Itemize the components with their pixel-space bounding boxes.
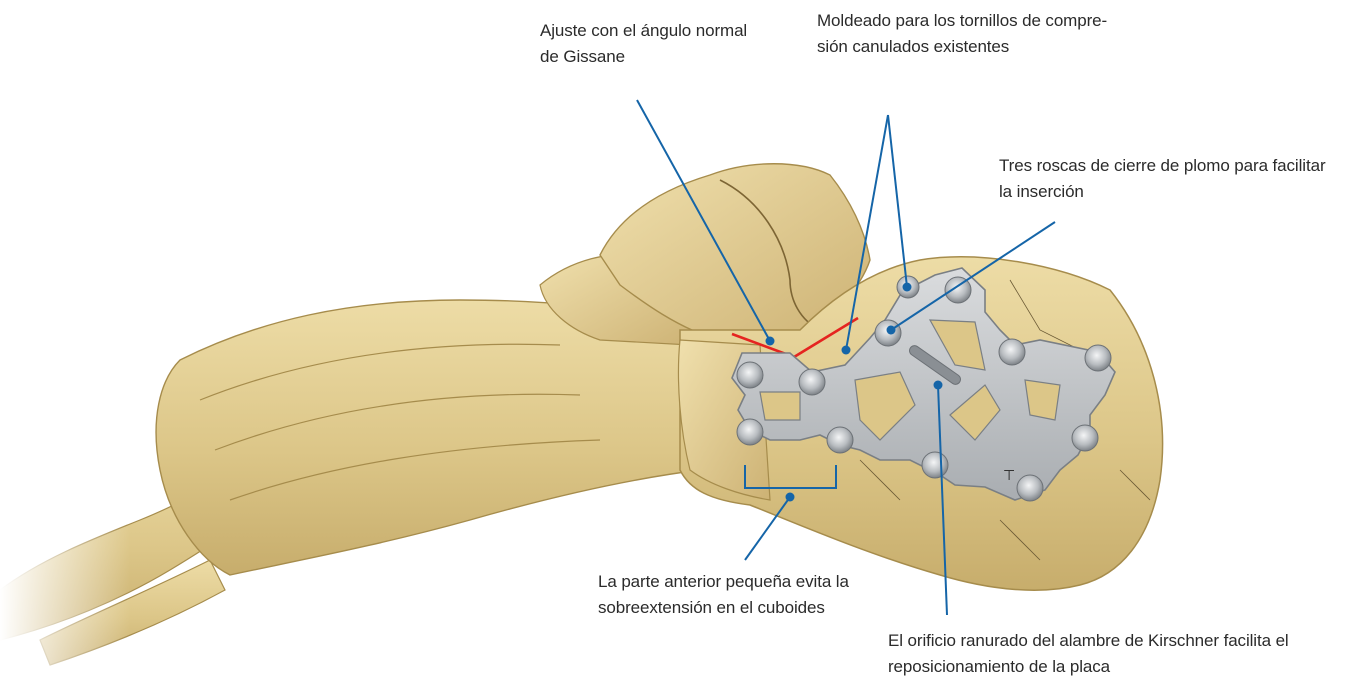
callout-anterior: La parte anterior pequeña evita la sobre… [598,569,849,621]
callout-roscas: Tres roscas de cierre de plomo para faci… [999,153,1326,205]
callout-moldeado: Moldeado para los tornillos de compre- s… [817,8,1107,60]
callout-roscas-line2: la inserción [999,179,1326,205]
callout-orificio-line1: El orificio ranurado del alambre de Kirs… [888,628,1289,654]
callout-moldeado-line2: sión canulados existentes [817,34,1107,60]
callout-anterior-line2: sobreextensión en el cuboides [598,595,849,621]
callout-moldeado-line1: Moldeado para los tornillos de compre- [817,8,1107,34]
callout-roscas-line1: Tres roscas de cierre de plomo para faci… [999,153,1326,179]
callout-orificio: El orificio ranurado del alambre de Kirs… [888,628,1289,680]
plate-logo-icon: ⊤ [1003,468,1015,484]
callout-gissane-line1: Ajuste con el ángulo normal [540,18,747,44]
callout-gissane-line2: de Gissane [540,44,747,70]
callout-orificio-line2: reposicionamiento de la placa [888,654,1289,680]
callout-gissane: Ajuste con el ángulo normal de Gissane [540,18,747,70]
leader-moldeado-b [888,115,907,287]
callout-anterior-line1: La parte anterior pequeña evita la [598,569,849,595]
